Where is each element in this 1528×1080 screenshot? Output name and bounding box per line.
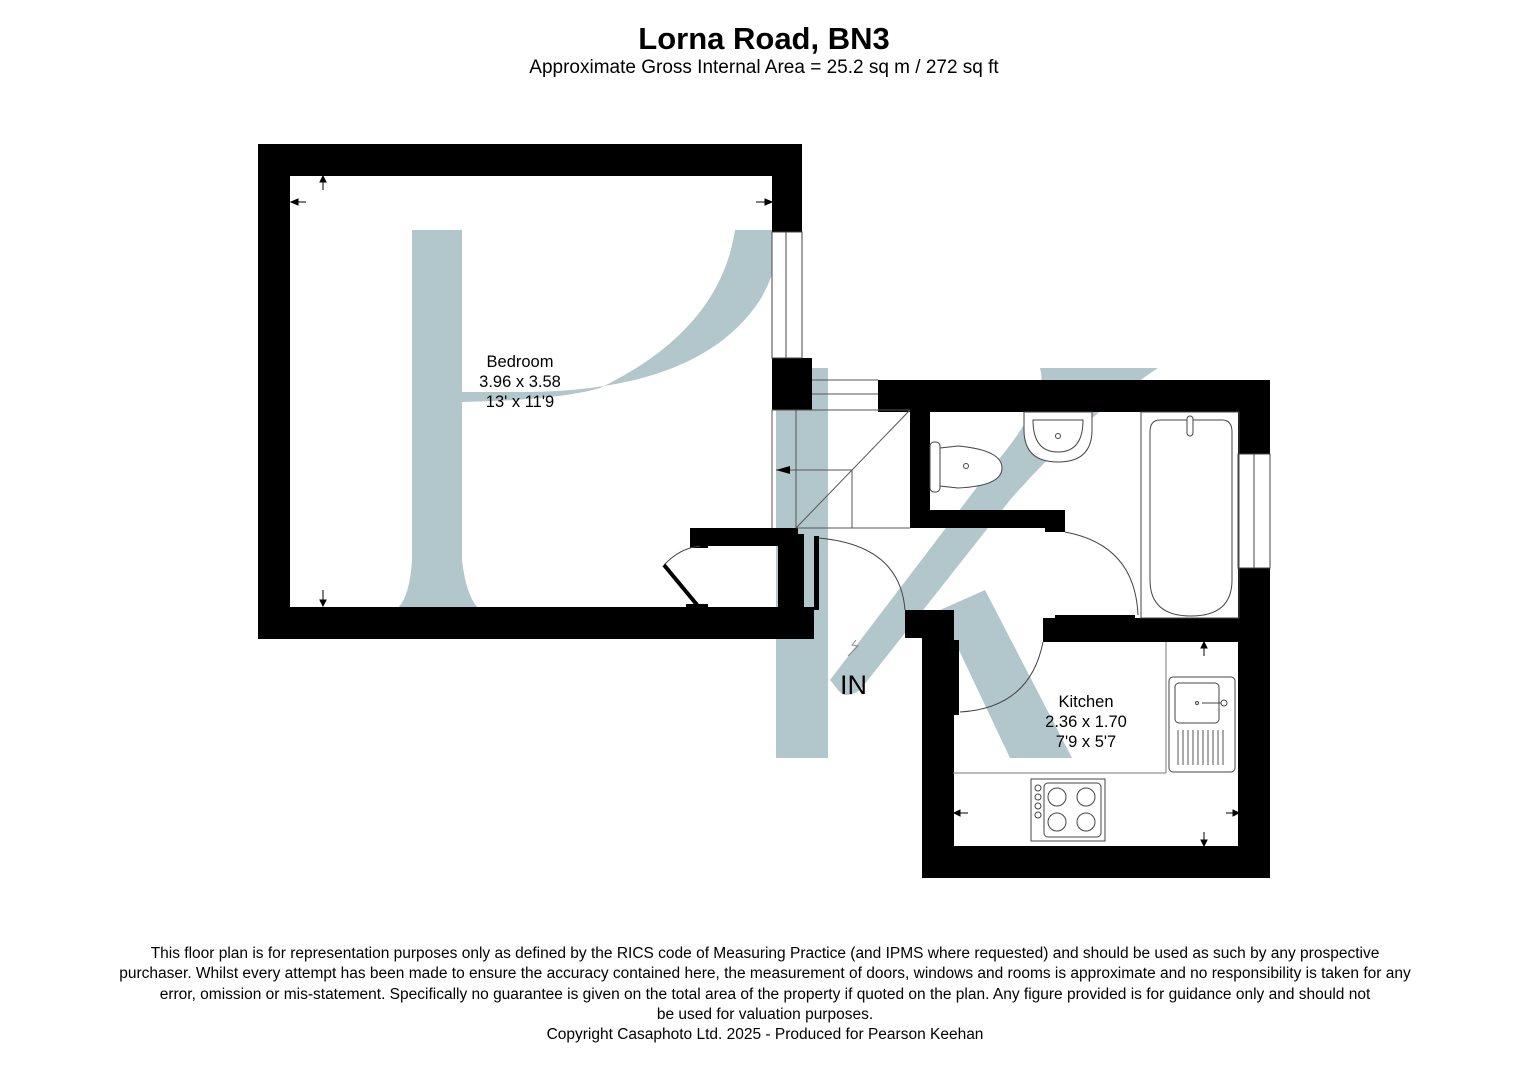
doors — [663, 531, 1139, 713]
basin-icon — [1023, 411, 1093, 463]
sink-icon — [1168, 676, 1236, 773]
room-imperial: 7'9 x 5'7 — [1055, 733, 1117, 751]
toilet-icon — [929, 441, 1003, 493]
copyright: Copyright Casaphoto Ltd. 2025 - Produced… — [546, 1026, 984, 1044]
room-kitchen: Kitchen 2.36 x 1.70 7'9 x 5'7 — [1016, 692, 1156, 752]
dimension-arrows — [289, 174, 1241, 848]
cupboard-door — [662, 563, 700, 608]
room-name: Bedroom — [486, 353, 554, 371]
room-bedroom: Bedroom 3.96 x 3.58 13' x 11'9 — [450, 352, 590, 412]
room-name: Kitchen — [1058, 693, 1114, 711]
walls — [258, 144, 1270, 878]
disclaimer-line: This floor plan is for representation pu… — [150, 945, 1380, 962]
stairs — [771, 379, 911, 529]
gross-area: Approximate Gross Internal Area = 25.2 s… — [529, 57, 999, 78]
hob-icon — [1030, 778, 1106, 842]
room-metric: 2.36 x 1.70 — [1045, 713, 1127, 731]
plan-title: Lorna Road, BN3 — [638, 21, 890, 56]
entrance-arrow-icon — [847, 639, 860, 657]
entrance-label: IN — [840, 670, 867, 700]
disclaimer-line: be used for valuation purposes. — [656, 1005, 874, 1023]
room-metric: 3.96 x 3.58 — [479, 373, 561, 391]
windows — [771, 231, 1271, 569]
entrance-door-leaf — [814, 536, 819, 610]
stair-arrow-icon — [776, 466, 790, 474]
disclaimer-line: purchaser. Whilst every attempt has been… — [119, 965, 1411, 983]
room-imperial: 13' x 11'9 — [485, 393, 555, 411]
disclaimer-line: error, omission or mis-statement. Specif… — [159, 985, 1371, 1003]
bath-icon — [1140, 411, 1240, 619]
disclaimer: This floor plan is for representation pu… — [70, 944, 1460, 1045]
kitchen-worktop — [953, 642, 1167, 774]
